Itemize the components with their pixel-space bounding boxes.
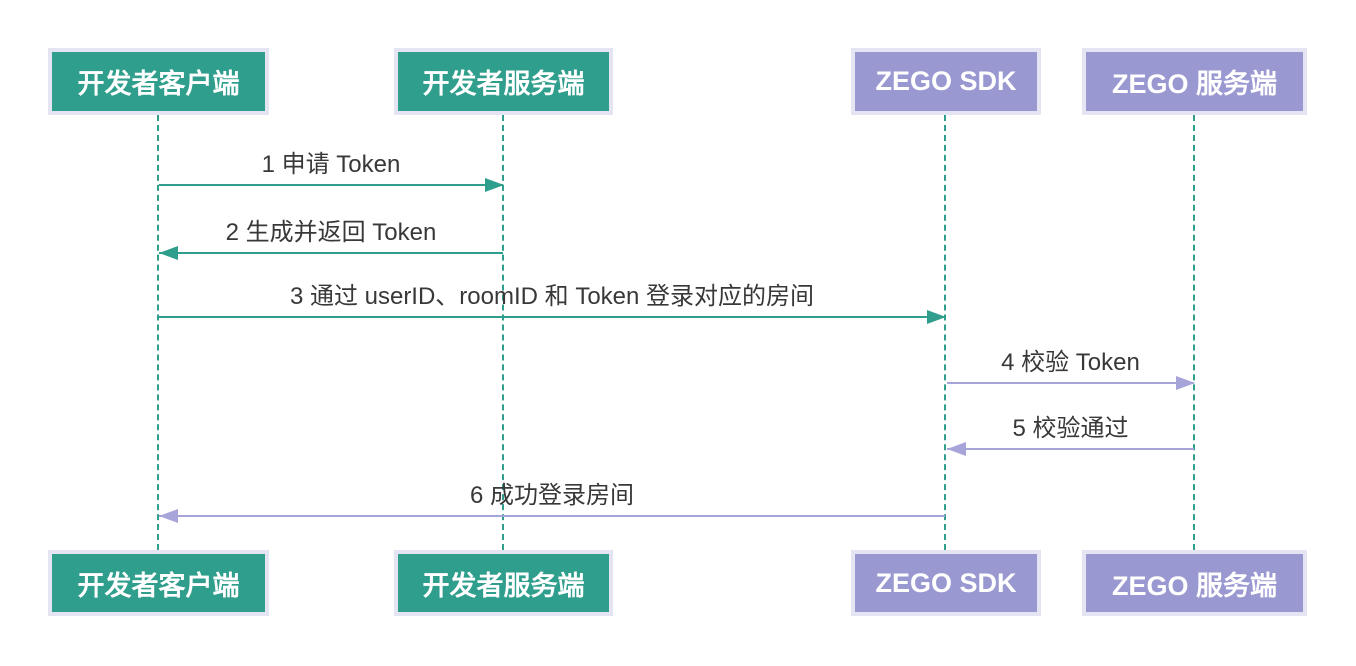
message-5-line xyxy=(947,448,1194,450)
actor-label: ZEGO SDK xyxy=(875,66,1017,96)
actor-label: 开发者服务端 xyxy=(422,69,585,99)
actor-dev-client-bottom: 开发者客户端 xyxy=(48,550,269,616)
message-2-label: 2 生成并返回 Token xyxy=(225,219,437,246)
actor-zego-server-top: ZEGO 服务端 xyxy=(1082,48,1307,115)
actor-dev-server-bottom: 开发者服务端 xyxy=(394,550,613,616)
message-1-line xyxy=(159,184,503,186)
actor-label: ZEGO SDK xyxy=(875,567,1017,598)
actor-label: ZEGO 服务端 xyxy=(1111,69,1277,99)
actor-dev-server-top: 开发者服务端 xyxy=(394,48,613,115)
message-3-line xyxy=(159,316,945,318)
actor-label: 开发者客户端 xyxy=(77,570,240,601)
message-4-line xyxy=(947,382,1194,384)
actor-zego-sdk-bottom: ZEGO SDK xyxy=(851,550,1041,616)
message-2-line xyxy=(159,252,503,254)
message-6-line xyxy=(159,515,945,517)
actor-zego-sdk-top: ZEGO SDK xyxy=(851,48,1041,115)
lifeline-dev-server xyxy=(502,115,504,550)
message-4-label: 4 校验 Token xyxy=(1001,349,1140,376)
message-5-label: 5 校验通过 xyxy=(1012,415,1129,442)
arrow-right-icon xyxy=(485,178,504,192)
message-1-label: 1 申请 Token xyxy=(261,151,401,178)
actor-label: 开发者服务端 xyxy=(422,570,585,601)
actor-label: ZEGO 服务端 xyxy=(1111,570,1277,601)
lifeline-dev-client xyxy=(157,115,159,550)
arrow-right-icon xyxy=(927,310,946,324)
arrow-left-icon xyxy=(947,442,966,456)
actor-dev-client-top: 开发者客户端 xyxy=(48,48,269,115)
arrow-left-icon xyxy=(159,246,178,260)
actor-label: 开发者客户端 xyxy=(77,69,240,99)
message-6-label: 6 成功登录房间 xyxy=(469,482,634,509)
actor-zego-server-bottom: ZEGO 服务端 xyxy=(1082,550,1307,616)
lifeline-zego-server xyxy=(1193,115,1195,550)
arrow-right-icon xyxy=(1176,376,1195,390)
message-3-label: 3 通过 userID、roomID 和 Token 登录对应的房间 xyxy=(289,283,815,310)
arrow-left-icon xyxy=(159,509,178,523)
lifeline-zego-sdk xyxy=(944,115,946,550)
